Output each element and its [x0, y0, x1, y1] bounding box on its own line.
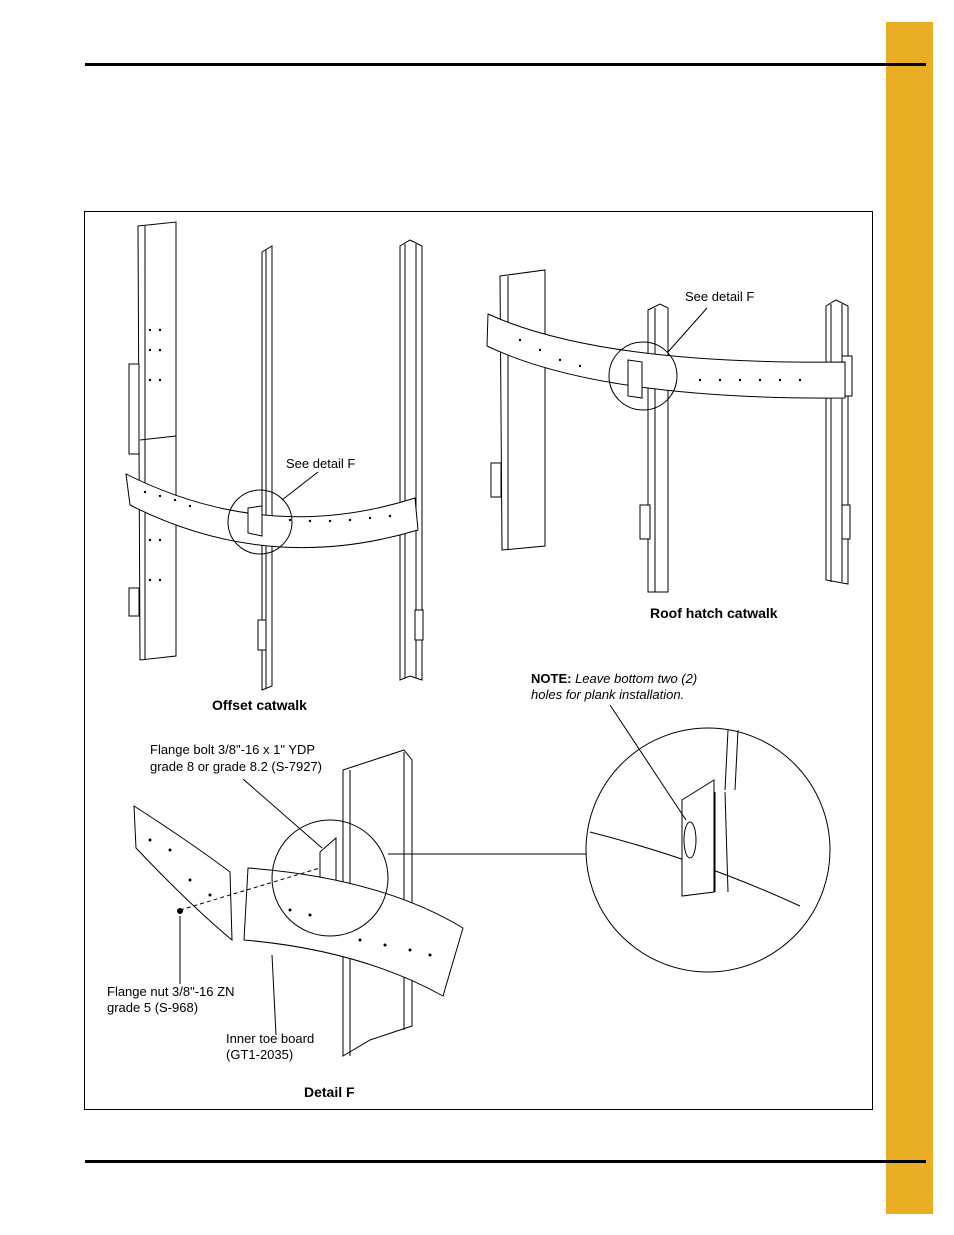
offset-catwalk-title: Offset catwalk — [212, 697, 307, 713]
flange-nut-line-2: grade 5 (S-968) — [107, 1000, 199, 1015]
roof-hatch-catwalk-title: Roof hatch catwalk — [650, 605, 778, 621]
note-line-1: Leave bottom two (2) — [575, 671, 698, 686]
hole-dots — [143, 328, 802, 957]
top-rule — [85, 63, 926, 66]
roof-hatch-catwalk-drawing — [486, 269, 853, 593]
note-text-2: holes for plank installation. — [531, 687, 684, 703]
note-prefix: NOTE: — [531, 671, 572, 686]
toe-board-line-2: (GT1-2035) — [226, 1047, 294, 1062]
see-detail-roof-label: See detail F — [685, 289, 755, 304]
section-tab — [886, 22, 933, 1214]
flange-bolt-line-2: grade 8 or grade 8.2 (S-7927) — [150, 759, 322, 774]
note-text: NOTE: Leave bottom two (2) — [531, 671, 697, 687]
figure-frame — [84, 211, 873, 1110]
toe-board-line-1: Inner toe board — [226, 1031, 315, 1046]
flange-bolt-line-1: Flange bolt 3/8"-16 x 1" YDP — [150, 742, 316, 757]
offset-catwalk-drawing — [125, 221, 424, 691]
flange-nut-line-1: Flange nut 3/8"-16 ZN — [107, 984, 235, 999]
see-detail-offset-label: See detail F — [286, 456, 356, 471]
note-line-2: holes for plank installation. — [531, 687, 685, 702]
detail-f-title: Detail F — [304, 1084, 355, 1100]
bottom-rule — [85, 1160, 926, 1163]
detail-f-drawing — [133, 704, 831, 1057]
